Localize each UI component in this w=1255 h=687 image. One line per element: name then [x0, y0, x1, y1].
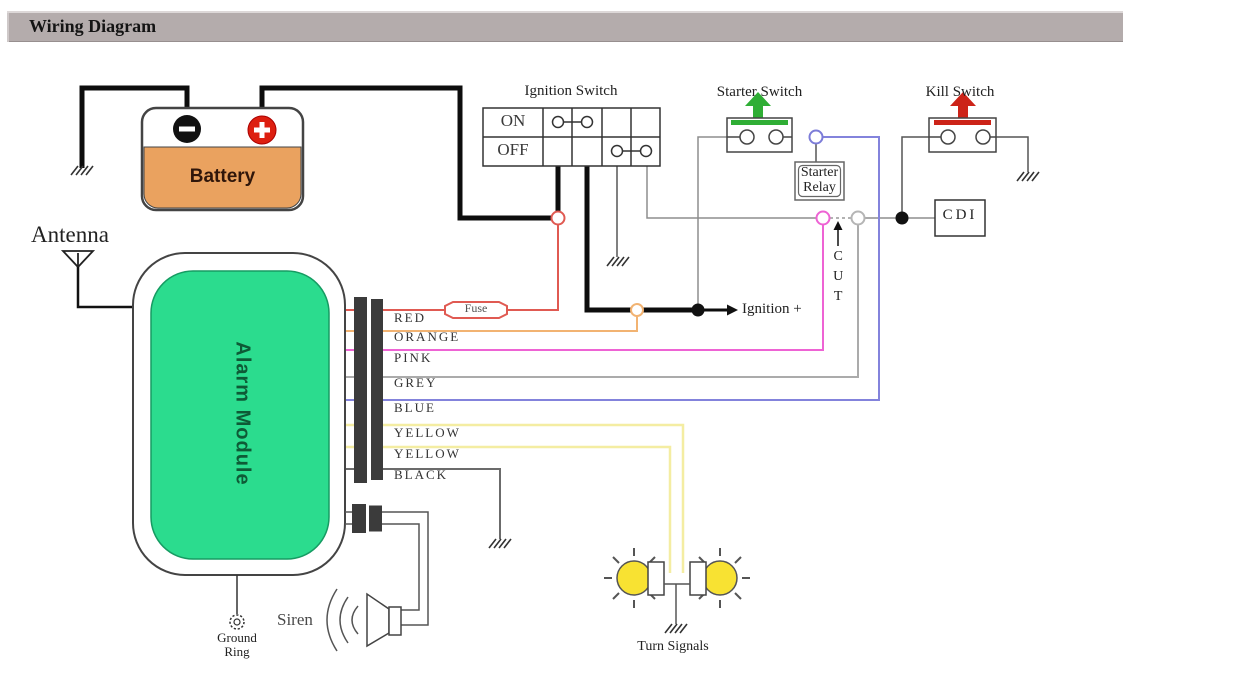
grey-node — [850, 210, 866, 226]
ground-ring-label-line2: Ring — [224, 644, 250, 659]
fuse-body — [444, 301, 508, 319]
wire-label-pink: PINK — [394, 350, 433, 365]
ignition-switch-title: Ignition Switch — [524, 83, 618, 99]
kill-switch-title: Kill Switch — [925, 84, 995, 100]
pink-node — [815, 210, 831, 226]
ground-symbol-battery — [70, 165, 94, 176]
wire-label-yellow-2: YELLOW — [394, 446, 461, 461]
kill-arrow-icon — [950, 92, 976, 119]
orange-node — [630, 303, 644, 317]
wire-grey — [345, 225, 859, 378]
red-node — [550, 210, 566, 226]
wire-label-orange: ORANGE — [394, 329, 461, 344]
cut-arrow-icon — [833, 221, 843, 246]
right-turn-bulb — [702, 560, 738, 596]
antenna-icon — [60, 250, 134, 309]
junction-nodes — [550, 129, 909, 317]
wire-blue — [345, 136, 880, 401]
cdi-label: CDI — [942, 207, 978, 223]
ground-symbol-black-wire — [488, 538, 512, 549]
blue-node — [808, 129, 824, 145]
ignition-off-to-cut-wire — [646, 166, 935, 219]
ground-symbol-ignition — [606, 256, 630, 267]
alarm-module-body — [150, 270, 330, 560]
battery-negative-wire — [79, 85, 190, 168]
siren-speaker-icon — [326, 588, 402, 652]
battery-positive-wire — [259, 85, 552, 221]
main-connector — [354, 297, 383, 483]
alarm-module-label: Alarm Module — [231, 341, 254, 486]
ignition-on-wires — [555, 166, 727, 313]
siren-wires — [345, 511, 429, 626]
wire-label-red: RED — [394, 310, 426, 325]
turn-signals-label: Turn Signals — [637, 639, 709, 654]
ignition-plus-arrowhead — [727, 304, 738, 316]
starter-switch — [726, 92, 793, 153]
ignition-switch — [482, 107, 661, 167]
wire-black — [345, 468, 501, 539]
wire-yellow-2 — [345, 445, 672, 573]
antenna-label: Antenna — [31, 222, 109, 247]
wire-orange — [345, 317, 638, 332]
ground-ring-label-line1: Ground — [217, 630, 257, 645]
siren-connector — [352, 504, 382, 533]
kill-switch-left-wire — [901, 136, 929, 212]
battery-body — [143, 146, 302, 209]
wire-yellow-1 — [345, 423, 685, 573]
battery-label: Battery — [189, 166, 256, 187]
ignition-junction-dot — [691, 303, 705, 317]
siren-label: Siren — [277, 610, 313, 629]
alarm-module — [132, 252, 346, 576]
cut-label: CUT — [830, 249, 846, 309]
kill-switch-ground-wire — [996, 136, 1029, 172]
ignition-on-cell: ON — [500, 111, 526, 130]
starter-switch-title: Starter Switch — [716, 84, 803, 100]
wire-pink — [345, 225, 824, 351]
starter-switch-bar — [731, 120, 788, 125]
kill-switch-bar — [934, 120, 991, 125]
wire-red — [345, 225, 559, 311]
turn-signals — [604, 548, 750, 624]
ground-ring-icon — [229, 575, 245, 630]
ground-symbol-kill-switch — [1016, 171, 1040, 182]
starter-switch-left-wire — [697, 136, 727, 305]
cdi-box — [934, 199, 986, 237]
title-bar: Wiring Diagram — [7, 11, 1123, 42]
ignition-plus-label: Ignition + — [742, 301, 802, 317]
kill-switch — [928, 92, 997, 153]
starter-relay-box — [794, 161, 845, 201]
wire-label-blue: BLUE — [394, 400, 436, 415]
starter-arrow-icon — [745, 92, 771, 119]
ground-symbol-turn-signals — [664, 623, 688, 634]
cdi-junction-dot — [895, 211, 909, 225]
starter-relay-label-line1: Starter — [800, 165, 839, 180]
page-title: Wiring Diagram — [29, 16, 157, 36]
wire-label-black: BLACK — [394, 467, 449, 482]
starter-relay-label-line2: Relay — [803, 180, 836, 195]
left-turn-bulb — [616, 560, 652, 596]
battery — [140, 106, 305, 212]
wire-label-yellow-1: YELLOW — [394, 425, 461, 440]
ignition-off-cell: OFF — [497, 140, 529, 159]
wire-label-grey: GREY — [394, 375, 438, 390]
fuse-label: Fuse — [464, 301, 488, 315]
